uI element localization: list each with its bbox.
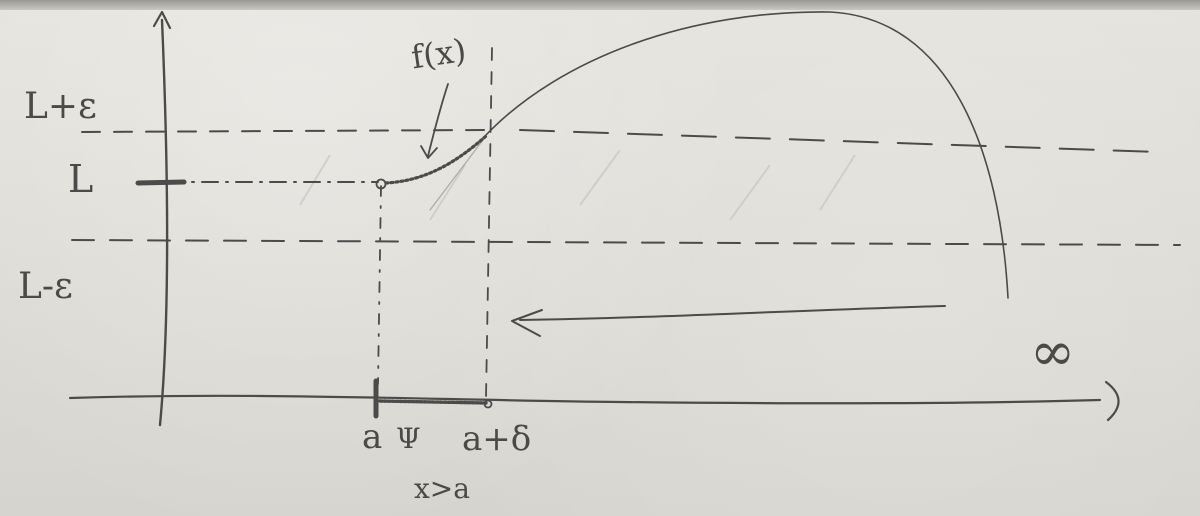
hatch-mark bbox=[819, 154, 856, 211]
hatch-mark bbox=[429, 164, 466, 221]
board-frame-top bbox=[0, 0, 1200, 10]
l-minus-epsilon-label: L-ε bbox=[18, 266, 73, 307]
hatch-mark bbox=[579, 149, 621, 206]
hatch-mark bbox=[729, 164, 771, 221]
approach-arrow bbox=[519, 305, 946, 321]
upper-bound-line-left bbox=[81, 129, 491, 133]
interval-a-to-a-plus-delta bbox=[378, 399, 488, 405]
x-axis bbox=[68, 394, 1102, 405]
function-continuation-faint bbox=[429, 135, 487, 211]
f-label-pointer bbox=[427, 83, 449, 157]
infinity-label: ∞ bbox=[1030, 320, 1075, 383]
hatch-mark bbox=[299, 154, 331, 206]
hatch-marks bbox=[299, 149, 856, 221]
f-of-x-label: f(x) bbox=[409, 31, 469, 76]
l-plus-epsilon-label: L+ε bbox=[24, 86, 97, 127]
lower-bound-line bbox=[71, 239, 1181, 246]
vertical-line-a-plus-delta bbox=[485, 47, 493, 399]
y-axis bbox=[158, 18, 169, 427]
y-axis-arrowhead bbox=[152, 10, 172, 30]
f-label-pointer-head bbox=[420, 145, 438, 159]
function-curve bbox=[485, 11, 1009, 299]
x-greater-a-label: x>a bbox=[414, 472, 470, 505]
function-segment-near-a bbox=[384, 134, 488, 185]
psi-label: Ψ bbox=[396, 422, 421, 455]
a-label: a bbox=[362, 417, 382, 457]
a-plus-delta-label: a+δ bbox=[462, 419, 531, 459]
vertical-line-a bbox=[377, 185, 382, 385]
l-label: L bbox=[68, 157, 93, 201]
limit-tick bbox=[135, 179, 187, 186]
approach-arrowhead bbox=[511, 309, 543, 337]
upper-bound-line-right bbox=[519, 129, 1159, 153]
x-axis-arrowhead bbox=[1104, 380, 1120, 422]
interval-right-endpoint bbox=[483, 399, 493, 409]
